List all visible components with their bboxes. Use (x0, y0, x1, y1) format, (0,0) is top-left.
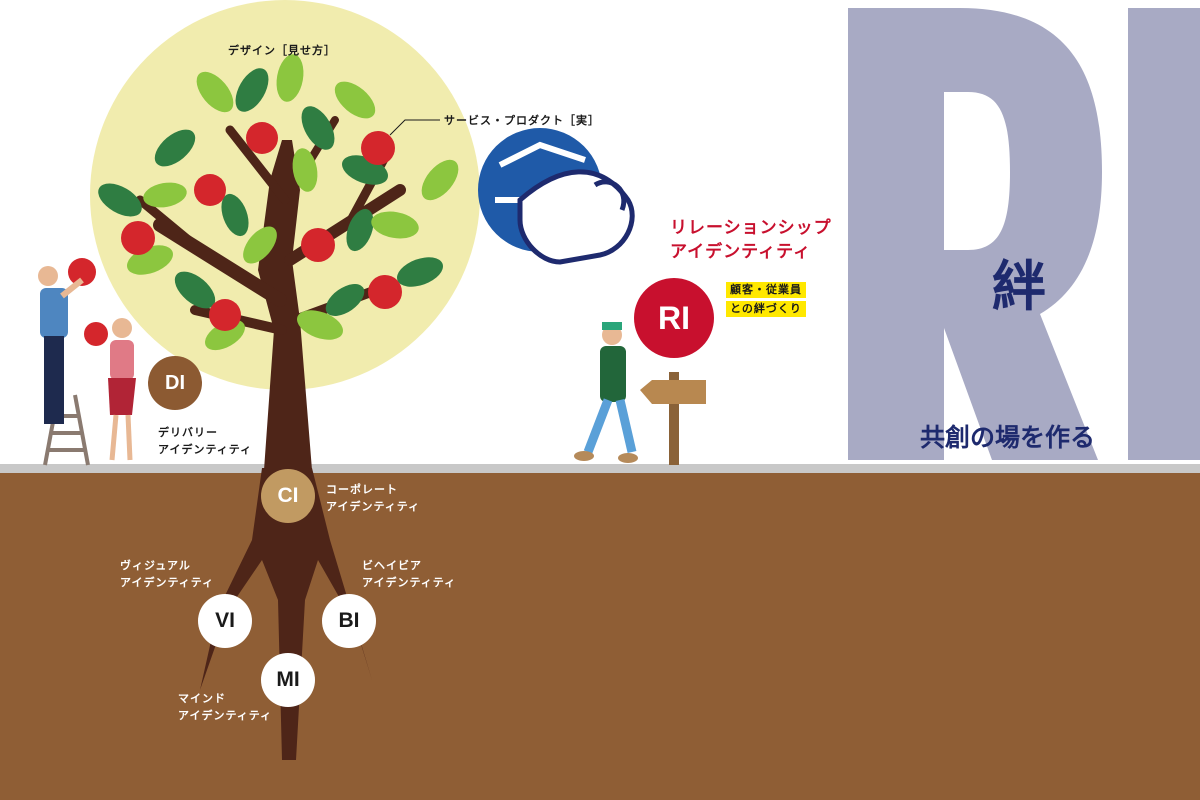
mi-label-line1: マインド (178, 692, 226, 705)
service-pointer-line (389, 119, 440, 136)
ci-label-line2: アイデンティティ (326, 500, 421, 513)
tagline: 共創の場を作る (920, 423, 1096, 452)
bi-label: ビヘイビア アイデンティティ (362, 557, 456, 591)
vi-label: ヴィジュアル アイデンティティ (120, 557, 214, 591)
vi-label-line1: ヴィジュアル (120, 559, 191, 572)
ri-desc-line1: 顧客・従業員 (726, 282, 806, 298)
ground-surface (0, 464, 1200, 473)
di-label-line1: デリバリー (158, 426, 218, 439)
ri-badge-text: RI (658, 299, 690, 336)
soil (0, 473, 1200, 800)
di-label: デリバリー アイデンティティ (158, 424, 252, 458)
ri-badge: RI (634, 278, 714, 358)
tree-roots (200, 468, 372, 760)
kanji-kizuna: 絆 (992, 254, 1046, 318)
di-badge-text: DI (165, 371, 185, 394)
bi-label-line1: ビヘイビア (362, 559, 422, 572)
ri-desc-line2: との絆づくり (726, 301, 806, 317)
man-on-ladder (38, 266, 84, 424)
handshake-icon (478, 128, 635, 265)
bi-badge-text: BI (338, 609, 360, 632)
vi-label-line2: アイデンティティ (120, 576, 215, 589)
ci-badge: CI (261, 469, 315, 523)
ri-title-line1: リレーションシップ (670, 218, 832, 238)
mi-label-line2: アイデンティティ (178, 709, 273, 722)
di-label-line2: アイデンティティ (158, 443, 253, 456)
ri-description: 顧客・従業員 との絆づくり (726, 282, 806, 320)
mi-badge: MI (261, 653, 315, 707)
ci-label-line1: コーポレート (326, 483, 398, 496)
vi-badge-text: VI (215, 609, 235, 632)
vi-badge: VI (198, 594, 252, 648)
mi-badge-text: MI (276, 668, 300, 691)
bi-label-line2: アイデンティティ (362, 576, 457, 589)
ci-label: コーポレート アイデンティティ (326, 481, 420, 515)
service-label: サービス・プロダクト［実］ (444, 114, 600, 127)
ri-title: リレーションシップ アイデンティティ (670, 216, 832, 264)
design-label: デザイン［見せ方］ (228, 44, 336, 57)
tree-apples (68, 122, 402, 346)
walking-man (574, 322, 638, 463)
ci-badge-text: CI (277, 484, 299, 507)
big-ri-letters (848, 8, 1200, 460)
signpost (640, 372, 706, 465)
woman-with-apple (108, 318, 136, 461)
mi-label: マインド アイデンティティ (178, 690, 272, 724)
di-badge: DI (148, 356, 202, 410)
bi-badge: BI (322, 594, 376, 648)
tree-leaves (98, 54, 459, 351)
ri-title-line2: アイデンティティ (670, 242, 812, 262)
